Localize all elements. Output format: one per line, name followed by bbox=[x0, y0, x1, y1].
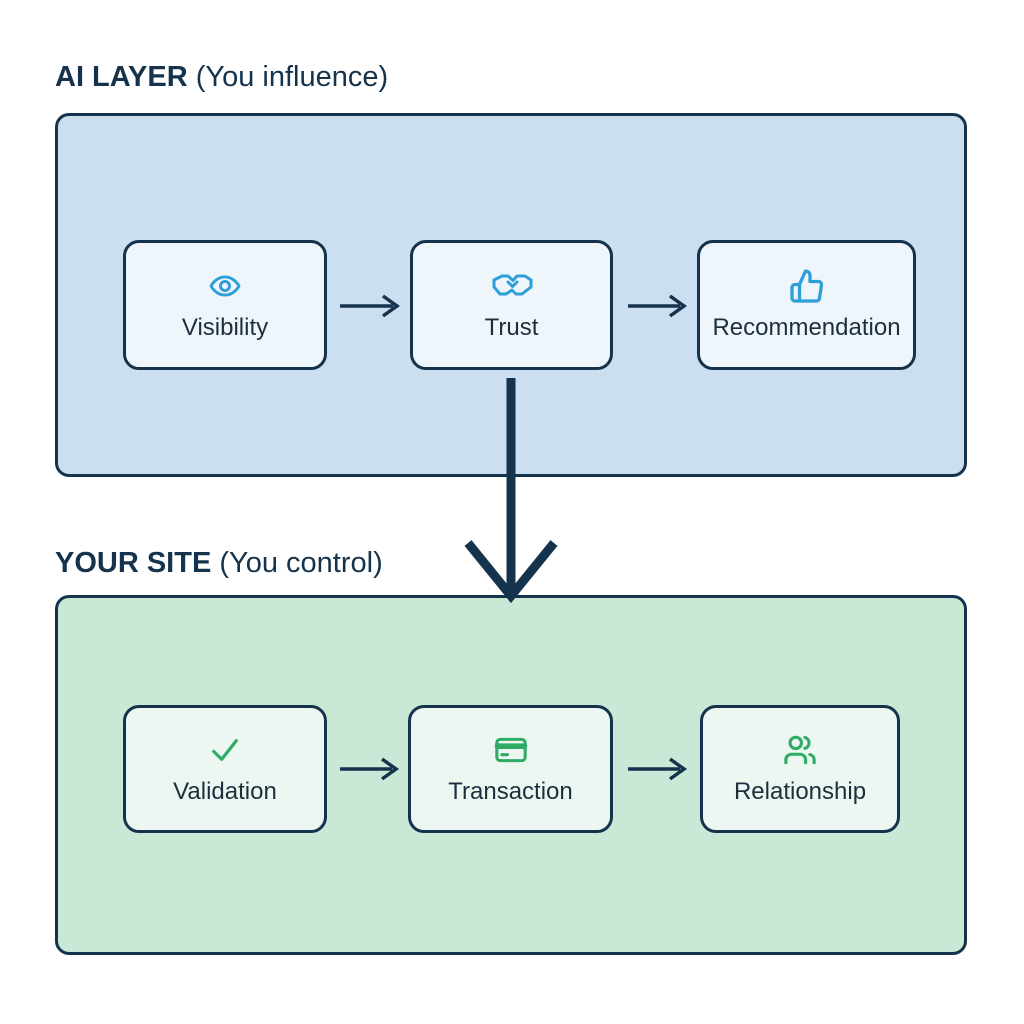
users-icon bbox=[780, 732, 820, 768]
node-label: Transaction bbox=[448, 778, 573, 805]
node-label: Validation bbox=[173, 778, 277, 805]
handshake-icon bbox=[488, 268, 536, 304]
your-site-title-rest: (You control) bbox=[219, 547, 383, 579]
ai-layer-title-rest: (You influence) bbox=[195, 61, 389, 93]
node-label: Recommendation bbox=[712, 314, 901, 341]
eye-icon bbox=[205, 268, 245, 304]
thumbs-up-icon bbox=[789, 268, 825, 304]
node-label: Trust bbox=[484, 314, 539, 341]
your-site-title-bold: YOUR SITE bbox=[55, 547, 212, 579]
node-relationship: Relationship bbox=[700, 705, 900, 833]
node-visibility: Visibility bbox=[123, 240, 327, 370]
check-icon bbox=[205, 732, 245, 768]
node-recommendation: Recommendation bbox=[697, 240, 916, 370]
node-transaction: Transaction bbox=[408, 705, 613, 833]
node-validation: Validation bbox=[123, 705, 327, 833]
node-label: Relationship bbox=[733, 778, 867, 805]
ai-layer-title: AI LAYER (You influence) bbox=[55, 60, 388, 95]
your-site-title: YOUR SITE (You control) bbox=[55, 546, 383, 581]
credit-card-icon bbox=[491, 732, 531, 768]
node-label: Visibility bbox=[181, 314, 269, 341]
ai-layer-title-bold: AI LAYER bbox=[55, 61, 188, 93]
node-trust: Trust bbox=[410, 240, 613, 370]
